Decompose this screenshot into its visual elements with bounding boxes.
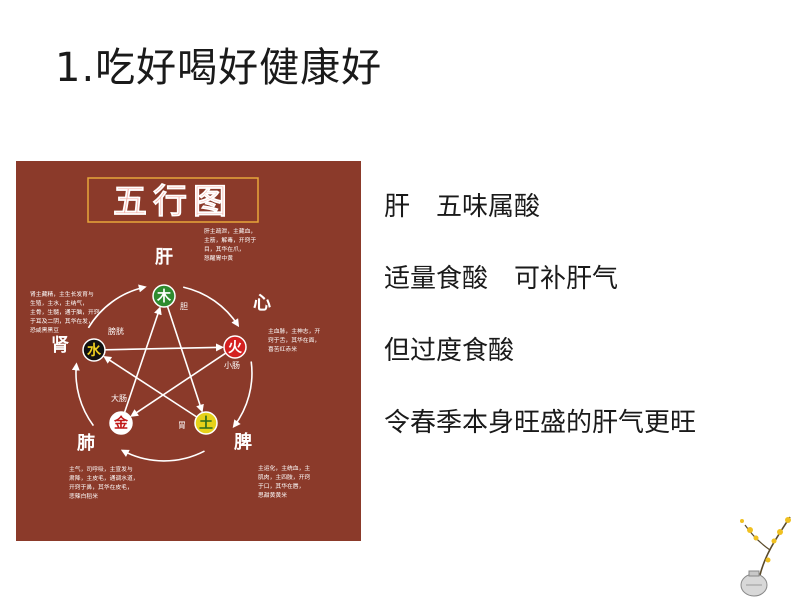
element-3: 金肺 大肠 [77, 393, 133, 454]
line-3: 但过度食酸 [384, 336, 515, 366]
element-char: 土 [199, 415, 213, 432]
note-line: 悲辣白稻米 [69, 492, 98, 500]
line-4: 令春季本身旺盛的肝气更旺 [384, 408, 697, 438]
note-line: 主运化，主统血，主 [258, 464, 310, 472]
element-char: 金 [113, 415, 129, 432]
generate-arrow [183, 286, 240, 328]
chart-title-frame [87, 177, 259, 223]
five-elements-diagram: 五行图 木 肝胆火 心小肠土脾 胃 金肺 大肠 水 肾 膀胱 肝主疏泄，主藏血，主筋，解毒，开窍… [16, 161, 361, 541]
controlling-star-lines [103, 306, 227, 418]
line-2: 适量食酸 可补肝气 [384, 264, 619, 294]
note-line: 主骨，生髓，通于脑，开窍 [30, 308, 100, 316]
element-0: 木 肝胆 [152, 247, 188, 311]
note-line: 主血脉，主神志，开 [268, 327, 320, 335]
note-line: 怒醒胃中黄 [204, 254, 233, 262]
element-char: 木 [156, 288, 172, 305]
note-line: 思甜黄黄米 [258, 491, 287, 499]
note-line: 开窍于鼻，其华在皮毛， [69, 483, 133, 491]
text-lines: 肝 五味属酸 适量食酸 可补肝气 但过度食酸 令春季本身旺盛的肝气更旺 [384, 192, 696, 480]
note-line: 主筋，解毒，开窍于 [204, 236, 256, 244]
note-line: 于耳及二阴，其华在发， [30, 317, 94, 325]
generate-arrow [232, 361, 253, 428]
note-line: 肾主藏精，主生长发育与 [30, 290, 94, 298]
element-char: 火 [228, 340, 243, 356]
fu-organ-label: 胆 [180, 302, 188, 311]
organ-label: 脾 [234, 431, 252, 453]
note-line: 恐咸黑黑豆 [30, 326, 59, 334]
chart-title: 五行图 [113, 182, 233, 222]
element-char: 水 [87, 342, 102, 359]
control-arrow [130, 352, 227, 417]
note-line: 肃降，主皮毛，通调水道， [69, 474, 139, 482]
note-line: 肝主疏泄，主藏血， [204, 227, 256, 235]
slide-title: 1.吃好喝好健康好 [55, 45, 383, 91]
fu-organ-label: 大肠 [111, 393, 127, 403]
fu-organ-label: 膀胱 [108, 326, 124, 336]
note-line: 肌肉，主四肢，开窍 [258, 473, 310, 481]
fu-organ-label: 胃 [178, 421, 186, 430]
note-line: 于口，其华在唇， [258, 482, 304, 490]
fu-organ-label: 小肠 [224, 361, 240, 370]
element-1: 火 心小肠 [223, 293, 271, 370]
note-line: 生殖，主水，主纳气， [30, 299, 88, 307]
organ-label: 肝 [155, 247, 173, 268]
plum-blossom-vase-decoration [740, 516, 791, 597]
note-line: 目，其华在爪， [204, 245, 245, 253]
control-arrow [123, 306, 162, 413]
note-line: 喜苦红赤米 [268, 345, 297, 353]
line-1: 肝 五味属酸 [384, 192, 541, 222]
element-2: 土脾 胃 [178, 411, 252, 453]
note-line: 主气，司呼吸，主宣发与 [69, 465, 133, 473]
note-line: 窍于舌，其华在面， [268, 336, 320, 344]
organ-label: 心 [253, 293, 271, 314]
control-arrow [104, 343, 224, 352]
note-kidney: 肾主藏精，主生长发育与生殖，主水，主纳气，主骨，生髓，通于脑，开窍于耳及二阴，其… [30, 290, 100, 334]
control-arrow [166, 306, 204, 413]
control-arrow [103, 356, 198, 418]
generate-arrow [71, 362, 95, 427]
organ-label: 肾 [51, 335, 69, 356]
organ-label: 肺 [77, 433, 95, 454]
element-4: 水 肾 膀胱 [51, 326, 124, 362]
generating-cycle-arrows [71, 284, 253, 462]
organ-notes: 肝主疏泄，主藏血，主筋，解毒，开窍于目，其华在爪，怒醒胃中黄主血脉，主神志，开窍… [30, 227, 320, 500]
generate-arrow [120, 449, 205, 462]
generate-arrow [87, 284, 147, 329]
